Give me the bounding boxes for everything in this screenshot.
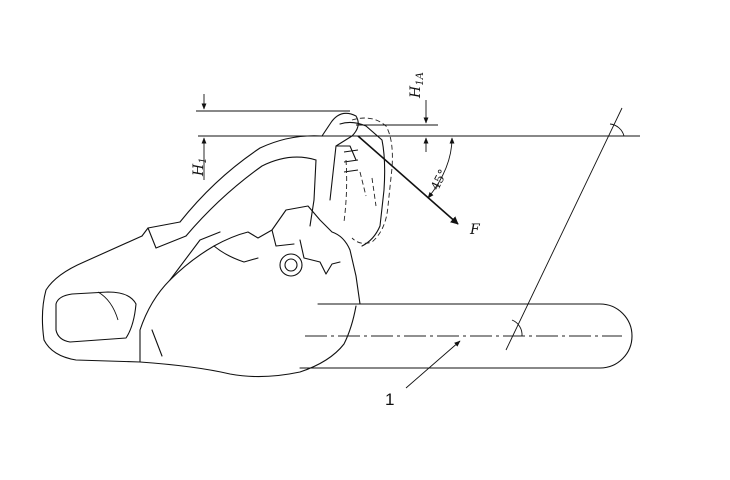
pivot-bolt [279,253,303,277]
inclined-reference-line [505,107,623,351]
angle-arc [427,137,455,199]
force-arrow [357,135,459,225]
angle-mark-upper [609,123,625,137]
dimension-h1 [196,94,350,180]
callout-leader [405,340,461,389]
hand-guard [335,121,386,247]
rear-handle [41,235,143,363]
engine-body [139,205,361,378]
angle-mark-lower [511,319,523,337]
label-h1: H1 [191,157,209,177]
dimension-h1a [356,100,438,152]
hand-guard-activated-outline [343,117,393,244]
guide-bar [299,303,633,369]
label-angle: 45° [428,167,450,192]
label-h1a: H1A [408,72,426,99]
callout-number: 1 [385,390,394,409]
top-cover [141,112,359,249]
label-force: F [469,222,481,238]
